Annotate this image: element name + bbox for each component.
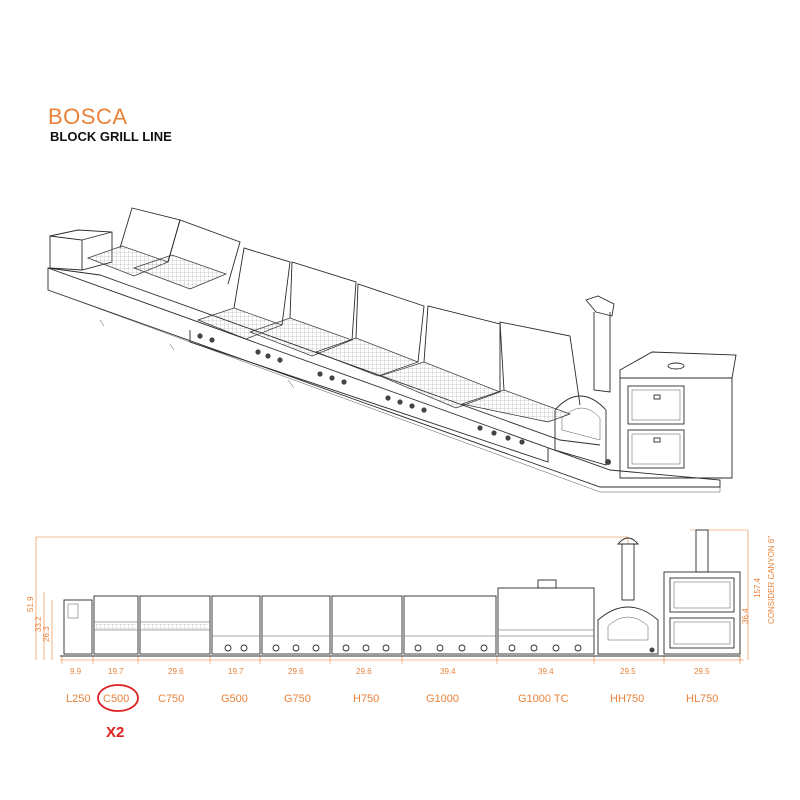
dim-width: 39.4 <box>440 667 456 676</box>
isometric-view <box>47 207 737 493</box>
module-label-g750: G750 <box>284 693 311 705</box>
unit-l250 <box>63 599 93 655</box>
oven-chimney <box>593 312 611 393</box>
dim-width: 19.7 <box>228 667 244 676</box>
unit-hh750 <box>597 606 659 655</box>
unit-c750 <box>139 595 211 655</box>
dim-height-51-9: 51.9 <box>26 596 35 612</box>
lid-3 <box>233 247 291 326</box>
dim-width: 19.7 <box>108 667 124 676</box>
unit-g750 <box>261 595 331 655</box>
lid-2 <box>167 219 241 285</box>
module-label-c750: C750 <box>158 693 184 705</box>
module-label-l250: L250 <box>66 693 90 705</box>
dim-width: 39.4 <box>538 667 554 676</box>
unit-g1000 <box>403 595 497 655</box>
module-label-hl750: HL750 <box>686 693 718 705</box>
module-label-c500: C500 <box>103 693 129 705</box>
width-ticks <box>61 656 741 664</box>
grate-c500-b <box>132 254 227 290</box>
cabinet-oven-hl750 <box>619 377 733 479</box>
brand-title: BOSCA <box>48 104 128 129</box>
elevation-view: 51.9 33.2 26.3 157.4 36.4 CONSIDER CANYO… <box>26 529 776 741</box>
dim-height-26-3: 26.3 <box>42 626 51 642</box>
lid-5 <box>355 283 425 363</box>
lid-4 <box>289 261 357 341</box>
module-label-h750: H750 <box>353 693 379 705</box>
dim-height-33-2: 33.2 <box>34 616 43 632</box>
lid-6 <box>423 305 501 392</box>
module-label-g1000: G1000 <box>426 693 459 705</box>
dim-width: 9.9 <box>70 667 82 676</box>
lid-7 <box>499 321 581 406</box>
dim-width: 29.5 <box>694 667 710 676</box>
diagram-subtitle: BLOCK GRILL LINE <box>50 129 172 144</box>
dim-width: 29.6 <box>288 667 304 676</box>
module-label-g500: G500 <box>221 693 248 705</box>
dim-height-157-4: 157.4 <box>753 577 762 598</box>
pizza-oven <box>554 395 607 466</box>
module-label-g1000tc: G1000 TC <box>518 693 569 705</box>
unit-g500 <box>211 595 261 655</box>
unit-hl750 <box>663 571 741 655</box>
unit-h750 <box>331 595 403 655</box>
module-label-hh750: HH750 <box>610 693 644 705</box>
burner-front <box>189 330 549 463</box>
knob-row <box>197 333 525 445</box>
dim-width: 29.5 <box>620 667 636 676</box>
highlight-circle <box>97 684 139 712</box>
grate-g1000tc <box>460 389 572 423</box>
dim-width: 29.6 <box>168 667 184 676</box>
unit-c500 <box>93 595 139 655</box>
dim-height-36-4: 36.4 <box>741 608 750 624</box>
quantity-multiplier: X2 <box>106 724 124 741</box>
canyon-note: CONSIDER CANYON 6" <box>767 536 776 624</box>
cabinet-top <box>619 351 737 379</box>
unit-g1000tc <box>497 587 595 655</box>
dim-width: 29.6 <box>356 667 372 676</box>
